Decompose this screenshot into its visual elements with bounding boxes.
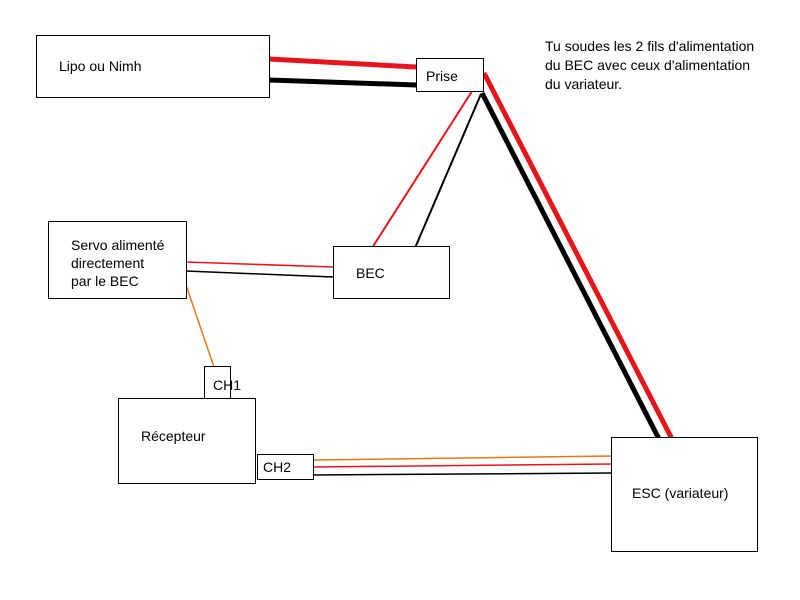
receiver-label: Récepteur <box>141 428 206 444</box>
instruction-note: Tu soudes les 2 fils d'alimentation du B… <box>545 37 754 94</box>
ch2-connector: CH2 <box>257 454 314 480</box>
servo-positive-wire <box>185 261 334 268</box>
esc-negative-wire <box>479 91 662 441</box>
bec-label: BEC <box>356 265 385 281</box>
battery-label: Lipo ou Nimh <box>59 58 142 74</box>
servo-signal-wire <box>185 284 215 368</box>
esc-box: ESC (variateur) <box>611 437 758 552</box>
servo-label-line: par le BEC <box>71 273 139 289</box>
receiver-box: Récepteur <box>118 398 256 484</box>
note-line: du BEC avec ceux d'alimentation <box>545 57 751 73</box>
note-line: Tu soudes les 2 fils d'alimentation <box>545 38 755 54</box>
esc-positive-wire <box>481 71 675 441</box>
battery-positive-wire <box>268 56 417 70</box>
servo-negative-wire <box>185 270 334 278</box>
bec-positive-wire <box>371 73 484 249</box>
ch2-label: CH2 <box>263 459 292 475</box>
plug-label: Prise <box>426 68 458 84</box>
ch2-negative-wire <box>312 472 613 476</box>
battery-box: Lipo ou Nimh <box>36 35 270 98</box>
ch1-connector: CH1 <box>204 366 241 400</box>
note-line: du variateur. <box>545 76 623 92</box>
ch1-label: CH1 <box>213 377 242 393</box>
bec-negative-wire <box>414 93 482 249</box>
bec-box: BEC <box>333 246 450 299</box>
servo-label-line: directement <box>71 255 145 271</box>
battery-negative-wire <box>268 77 417 88</box>
esc-signal-wire <box>312 455 613 461</box>
ch2-positive-wire <box>312 463 613 468</box>
servo-label-line: Servo alimenté <box>71 237 165 253</box>
plug-box: Prise <box>416 58 484 92</box>
esc-label: ESC (variateur) <box>632 485 729 501</box>
servo-box: Servo alimenté directement par le BEC <box>48 221 187 299</box>
